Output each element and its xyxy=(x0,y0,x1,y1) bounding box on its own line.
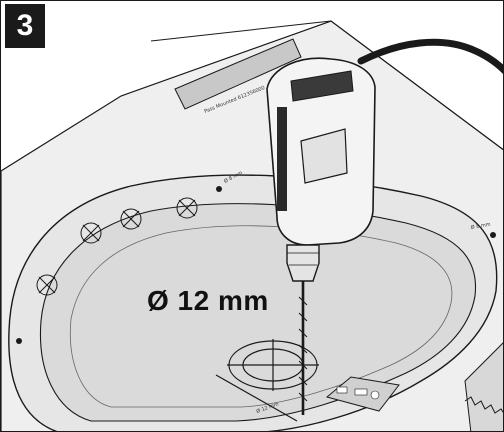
sink-basin-inner xyxy=(39,203,477,422)
strainer-part xyxy=(325,376,400,412)
screw-point xyxy=(216,186,222,192)
crossed-circle-mark xyxy=(120,208,142,230)
crossed-circle-mark xyxy=(80,222,102,244)
screw-points xyxy=(16,186,496,344)
screw-point xyxy=(16,338,22,344)
countertop-edge-line xyxy=(150,20,332,42)
masking-tape xyxy=(174,38,302,110)
drill-chuck xyxy=(286,244,320,282)
drill-trigger xyxy=(300,128,348,184)
sink-basin-contour xyxy=(69,225,453,408)
callout-right: Ø 8 mm xyxy=(470,221,491,231)
step-number-badge: 3 xyxy=(5,4,45,48)
mounting-marks xyxy=(36,197,198,296)
drill-bit-flutes xyxy=(298,296,308,402)
drill-vent xyxy=(290,70,354,102)
power-drill xyxy=(266,57,376,415)
drill-cable xyxy=(357,38,503,74)
screw-point xyxy=(490,232,496,238)
saw-blade xyxy=(464,342,503,431)
hole-diameter-label: Ø 12 mm xyxy=(147,285,269,316)
pencil-line xyxy=(215,374,298,422)
crossed-circle-mark xyxy=(36,274,58,296)
crossed-circle-mark xyxy=(176,197,198,219)
drill-side-grip xyxy=(277,107,287,211)
countertop-edge-line xyxy=(330,20,503,151)
